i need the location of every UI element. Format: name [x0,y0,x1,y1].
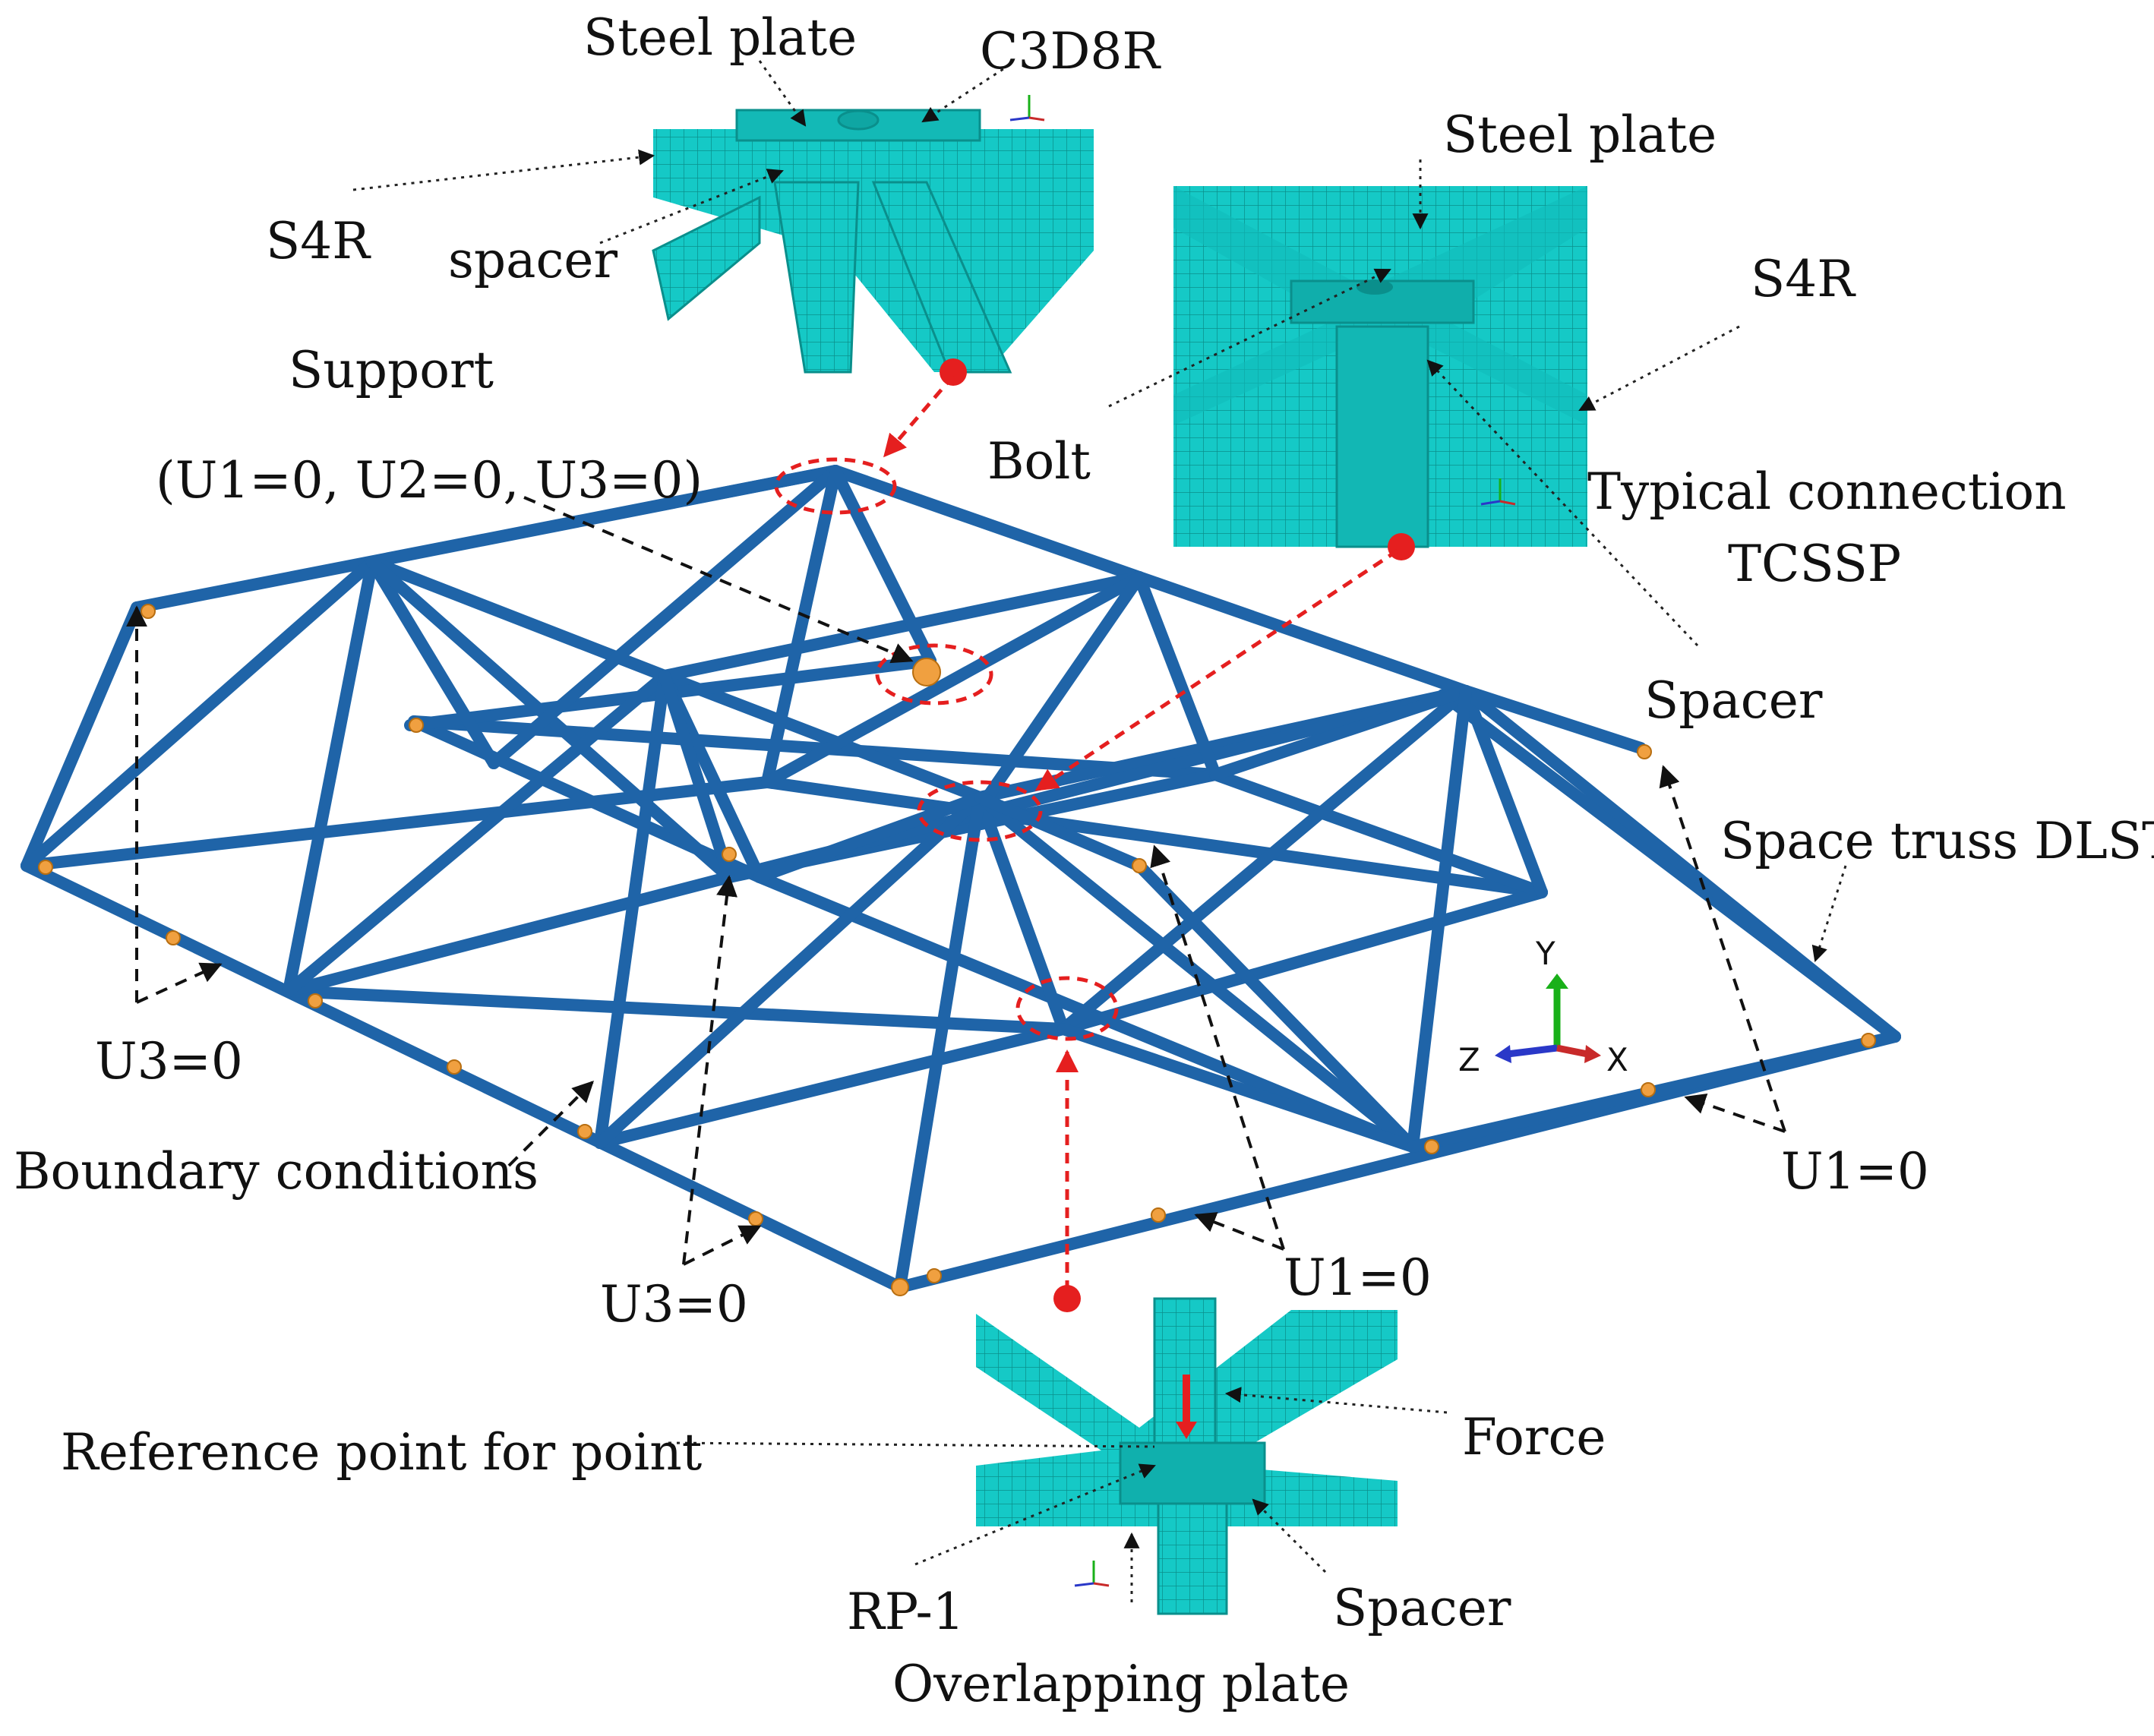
axis-z-label: Z [1458,1041,1480,1078]
label-boundary-conditions: Boundary conditions [14,1142,538,1201]
support-inset-link [883,374,955,458]
axis-triad: Y Z X [1458,935,1628,1078]
support-node-highlight [774,457,897,515]
inset-axis-icon [1074,1561,1110,1587]
connection-node-highlight [917,780,1043,842]
connection-mesh-inset [1173,186,1587,548]
axis-x-label: X [1606,1041,1628,1078]
label-support: Support [289,341,494,399]
label-u1-bottom: U1=0 [1284,1248,1432,1307]
inset-axis-icon [1480,478,1516,506]
load-node-highlight [1015,976,1119,1041]
label-typical-connection: Typical connection [1587,462,2067,521]
label-force: Force [1462,1408,1606,1466]
label-rp1: RP-1 [847,1583,965,1641]
label-tcssp: TCSSP [1728,535,1901,593]
boundary-markers [38,604,1876,1296]
truss-model [21,465,1901,1293]
axis-y-label: Y [1535,935,1555,972]
label-overlapping-plate: Overlapping plate [892,1655,1350,1713]
label-steel-plate-right: Steel plate [1443,106,1717,164]
support-inset-anchor [940,358,967,386]
inset-axis-icon [1009,95,1045,122]
label-spacer-lower: spacer [448,231,617,289]
support-marker-highlight [875,643,993,705]
label-support-bc: (U1=0, U2=0, U3=0) [156,451,703,510]
label-u3-left: U3=0 [95,1032,243,1091]
label-u1-right: U1=0 [1781,1142,1929,1201]
support-mesh-inset [652,95,1101,374]
load-mesh-inset [976,1297,1401,1615]
label-s4r-left: S4R [266,212,371,270]
label-u3-bottom: U3=0 [600,1275,748,1334]
label-spacer-right: Spacer [1644,671,1823,730]
leader-lines [126,60,1847,1602]
label-steel-plate-top: Steel plate [583,8,857,67]
label-s4r-right: S4R [1751,250,1856,308]
load-inset-anchor [1053,1285,1081,1312]
label-space-truss: Space truss DLST [1720,812,2154,870]
label-c3d8r: C3D8R [980,22,1161,80]
label-bolt: Bolt [987,432,1091,491]
label-spacer-bottom: Spacer [1333,1579,1511,1637]
label-reference-point: Reference point for point [61,1423,702,1482]
